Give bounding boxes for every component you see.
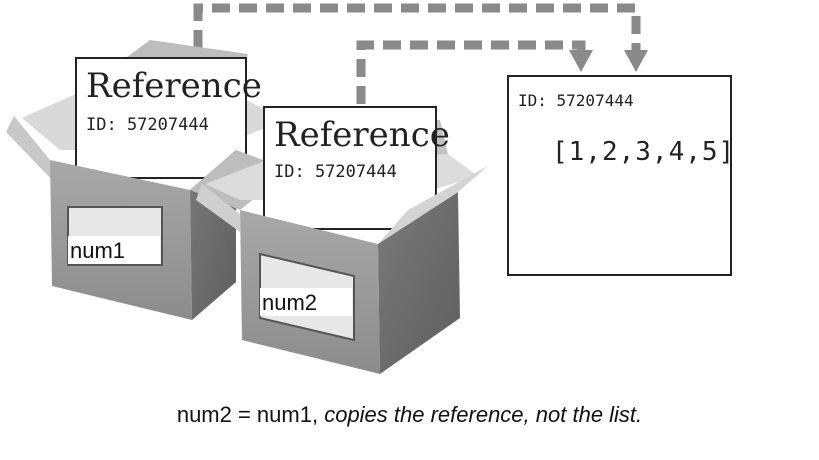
box2-card-id: ID: 57207444 (274, 162, 397, 182)
list-object-id: ID: 57207444 (518, 91, 634, 110)
list-object-frame (507, 75, 732, 276)
box2-right-flap (378, 166, 488, 244)
box2-reference-card (263, 106, 437, 230)
box1-label: num1 (70, 238, 125, 263)
caption-code: num2 = num1, (176, 402, 319, 427)
box1-card-title: Reference (86, 66, 262, 106)
box1-reference-card (75, 57, 247, 179)
box-num1: Reference ID: 57207444 num1 (6, 40, 290, 320)
box2-label-bg (260, 288, 352, 316)
list-object: ID: 57207444 [1,2,3,4,5] (507, 75, 735, 276)
list-object-value: [1,2,3,4,5] (552, 137, 735, 167)
box2-side (378, 192, 460, 374)
box2-left-flap (196, 184, 240, 232)
arrowhead-num2 (569, 50, 593, 72)
arrowhead-num1 (624, 50, 648, 72)
box2-label: num2 (262, 290, 317, 315)
box1-label-bg (68, 236, 160, 264)
box2-card-title: Reference (274, 115, 450, 155)
reference-arrows (193, 3, 641, 104)
arrow-num1-to-object (193, 3, 641, 52)
box-num2: Reference ID: 57207444 num2 (196, 106, 488, 374)
caption: num2 = num1, copies the reference, not t… (0, 402, 819, 428)
arrow-num2-to-object (356, 40, 586, 104)
box1-left-flap (6, 116, 52, 180)
box1-card-id: ID: 57207444 (86, 115, 209, 135)
caption-note: copies the reference, not the list. (324, 402, 643, 427)
